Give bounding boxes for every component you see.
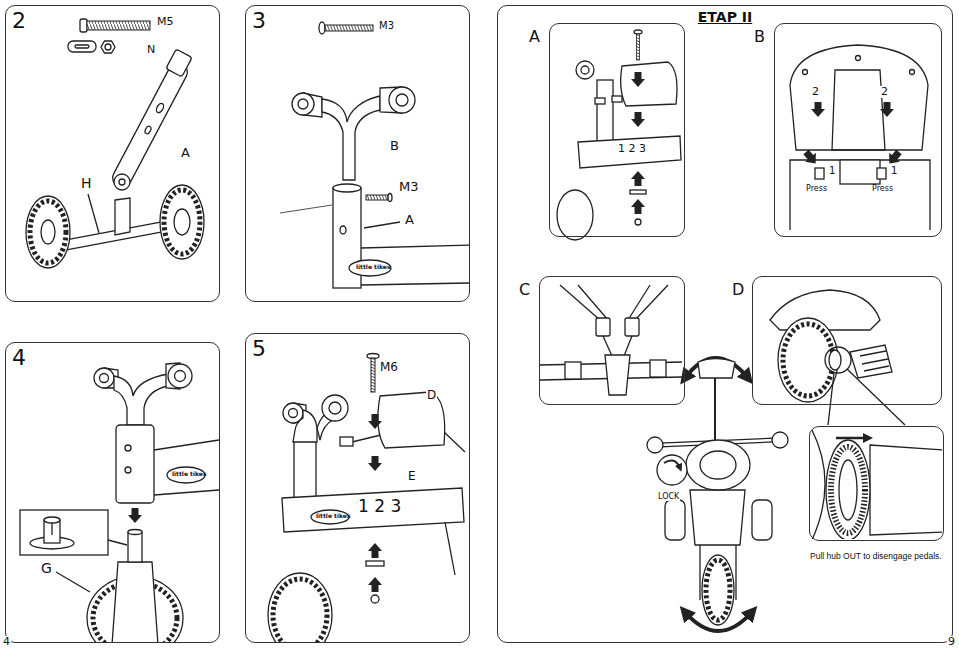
step-panel: 4 (5, 342, 220, 643)
part-label: M3 (378, 21, 395, 32)
part-label: M3 (398, 180, 420, 194)
callout-number: 1 (828, 166, 836, 177)
step-number: 2 (12, 9, 26, 33)
step-number: 3 (252, 9, 266, 33)
zoom-inset: Pull hub OUT to disengage pedals. (809, 426, 944, 541)
part-label: B (389, 139, 400, 153)
step-three-figure (280, 22, 469, 288)
substep-letter: D (732, 281, 744, 299)
step-panel: 3 (245, 5, 470, 302)
stage-two-figures (540, 30, 945, 631)
part-label: M5 (156, 16, 175, 28)
callout-number: 2 (811, 86, 820, 98)
substep-panel: B (774, 23, 942, 237)
substep-letter: C (519, 281, 530, 299)
part-label: H (80, 176, 93, 191)
step-number: 4 (12, 346, 26, 370)
part-label: N (146, 44, 156, 56)
part-label: A (404, 213, 415, 227)
substep-panel: C (539, 276, 685, 405)
part-label: D (426, 389, 437, 402)
part-label: A (180, 146, 191, 160)
part-label: G (40, 561, 53, 576)
button-label: Press (805, 185, 828, 193)
callout-number: 1 (890, 166, 898, 177)
callout-number: 2 (880, 86, 889, 98)
inset-caption: Pull hub OUT to disengage pedals. (810, 552, 942, 561)
stage-heading: ETAP II (698, 10, 752, 25)
substep-panel: D (752, 276, 942, 405)
substep-panel: A (549, 23, 685, 237)
button-label: Press (871, 185, 894, 193)
logo-text: little tikes (315, 513, 351, 519)
step-two-figure (26, 19, 204, 268)
step-four-figure (20, 363, 219, 642)
page-number: 4 (2, 636, 11, 648)
stage-panel: ETAP IIABCDPull hub OUT to disengage ped… (497, 5, 953, 643)
substep-letter: B (754, 28, 765, 46)
part-label: M6 (379, 361, 399, 374)
step-five-figure (268, 354, 465, 643)
substep-letter: A (529, 28, 540, 46)
seat-position: 1 2 3 (357, 498, 402, 516)
page-number: 9 (947, 636, 956, 648)
logo-text: little tikes (171, 471, 207, 477)
logo-text: little tikes (355, 264, 391, 270)
lock-label: LOCK (657, 493, 680, 501)
step-panel: 5 (245, 333, 470, 643)
seat-position: 1 2 3 (617, 143, 647, 155)
part-label: E (407, 470, 417, 483)
step-number: 5 (252, 337, 266, 361)
